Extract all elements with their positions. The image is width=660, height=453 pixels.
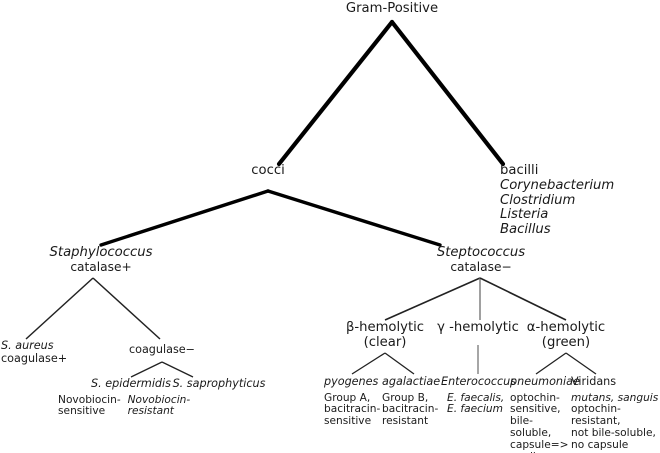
node-gram-positive: Gram-Positive <box>345 1 439 17</box>
node-agalactiae-notes: Group B, bacitracin- resistant <box>382 391 439 428</box>
node-enterococcus-notes: E. faecalis, E. faecium <box>447 391 505 416</box>
node-staphylococcus-genus: Staphylococcus <box>49 245 153 260</box>
node-viridans: Viridans mutans, sanguis optochin- resis… <box>571 375 659 452</box>
node-beta-hemolytic-sub: (clear) <box>363 334 407 350</box>
edge-cocci-to-staphylococcus <box>99 189 270 247</box>
node-viridans-name: Viridans <box>571 375 617 388</box>
node-s-aureus-name: S. aureus <box>1 339 54 352</box>
node-staphylococcus-test: catalase+ <box>70 259 132 274</box>
edge-alpha-to-viridans <box>565 352 597 375</box>
node-s-aureus: S. aureus coagulase+ <box>1 339 68 365</box>
node-enterococcus: Enterococcus E. faecalis, E. faecium <box>441 375 517 416</box>
bacilli-genus-bacillus: Bacillus <box>500 222 551 238</box>
edge-cocci-to-streptococcus <box>266 189 442 247</box>
node-viridans-species: mutans, sanguis <box>571 391 659 404</box>
node-streptococcus: Steptococcus catalase− <box>436 245 526 274</box>
node-viridans-notes: optochin- resistant, not bile-soluble, n… <box>571 403 656 451</box>
node-beta-hemolytic-label: β-hemolytic <box>345 320 425 335</box>
node-pyogenes-notes: Group A, bacitracin- sensitive <box>324 391 381 428</box>
node-s-aureus-test: coagulase+ <box>1 351 68 365</box>
node-gamma-hemolytic-label: γ -hemolytic <box>437 320 519 335</box>
node-pyogenes: pyogenes Group A, bacitracin- sensitive <box>324 375 381 428</box>
node-streptococcus-genus: Steptococcus <box>436 245 526 260</box>
node-coagulase-negative-label: coagulase− <box>128 343 196 356</box>
node-cocci-label: cocci <box>251 163 285 178</box>
edge-root-to-bacilli <box>389 19 506 167</box>
edge-strep-to-alpha-hemolytic <box>479 277 567 321</box>
node-s-saprophyticus: S. saprophyticus Novobiocin- resistant <box>128 377 266 418</box>
node-streptococcus-test: catalase− <box>450 259 512 274</box>
node-gram-positive-label: Gram-Positive <box>345 1 439 16</box>
node-s-epidermidis: S. epidermidis Novobiocin- sensitive <box>58 377 171 418</box>
node-bacilli: bacilli Corynebacterium Clostridium List… <box>500 163 615 238</box>
node-gamma-hemolytic: γ -hemolytic <box>437 320 519 336</box>
edge-staph-to-coagulase-negative <box>92 277 161 340</box>
node-s-saprophyticus-name: S. saprophyticus <box>172 377 266 390</box>
node-pneumoniae-name: pneumoniae <box>510 375 580 388</box>
node-alpha-hemolytic: α-hemolytic (green) <box>526 320 606 351</box>
node-agalactiae-name: agalactiae <box>382 375 441 388</box>
edge-strep-to-beta-hemolytic <box>384 277 481 321</box>
node-pneumoniae: pneumoniae optochin- sensitive, bile- so… <box>510 375 580 453</box>
node-s-epidermidis-name: S. epidermidis <box>91 377 171 390</box>
node-beta-hemolytic: β-hemolytic (clear) <box>345 320 425 351</box>
edge-beta-to-agalactiae <box>384 352 415 375</box>
edge-coagulase-to-epidermidis <box>130 361 163 378</box>
edge-beta-to-pyogenes <box>351 352 386 375</box>
bacilli-genus-listeria: Listeria <box>500 207 549 223</box>
node-pyogenes-name: pyogenes <box>324 375 379 388</box>
node-bacilli-label: bacilli <box>500 163 539 178</box>
bacilli-genus-clostridium: Clostridium <box>500 192 576 208</box>
node-s-epidermidis-test: Novobiocin- sensitive <box>58 393 121 418</box>
bacilli-genus-corynebacterium: Corynebacterium <box>500 177 615 193</box>
edge-staph-to-aureus <box>25 277 94 340</box>
edge-coagulase-to-saprophyticus <box>161 361 194 378</box>
edge-root-to-cocci <box>276 19 395 167</box>
node-s-saprophyticus-test: Novobiocin- resistant <box>127 393 191 418</box>
node-staphylococcus: Staphylococcus catalase+ <box>49 245 153 274</box>
node-agalactiae: agalactiae Group B, bacitracin- resistan… <box>382 375 441 428</box>
node-coagulase-negative: coagulase− <box>128 343 196 357</box>
node-cocci: cocci <box>251 163 285 179</box>
node-enterococcus-name: Enterococcus <box>441 375 517 388</box>
node-alpha-hemolytic-sub: (green) <box>541 334 591 350</box>
edge-alpha-to-pneumoniae <box>535 352 567 375</box>
node-pneumoniae-notes: optochin- sensitive, bile- soluble, caps… <box>510 391 569 453</box>
node-alpha-hemolytic-label: α-hemolytic <box>526 320 606 335</box>
